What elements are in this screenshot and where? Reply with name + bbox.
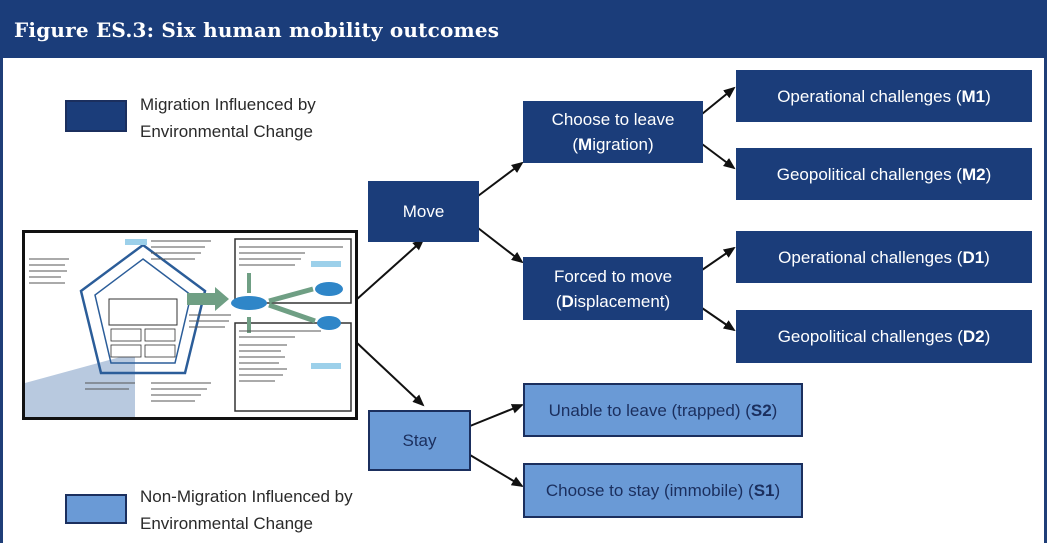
arrow-stay-to-s1 xyxy=(469,454,524,488)
choose-to-leave-node: Choose to leave (Migration) xyxy=(523,101,703,163)
legend-migration-line1: Migration Influenced by xyxy=(140,95,316,114)
outcome-d1-node: Operational challenges (D1) xyxy=(736,231,1032,283)
outcome-s2-node: Unable to leave (trapped) (S2) xyxy=(523,383,803,437)
stay-node: Stay xyxy=(368,410,471,471)
legend-non-migration-line1: Non-Migration Influenced by xyxy=(140,487,353,506)
choose-to-leave-line1: Choose to leave xyxy=(551,110,675,129)
outcome-m1-label: Operational challenges (M1) xyxy=(777,86,991,106)
framework-thumbnail-graphic xyxy=(25,238,352,417)
outcome-s2-label: Unable to leave (trapped) (S2) xyxy=(548,400,778,420)
arrow-leave-to-m2 xyxy=(701,143,736,170)
legend-non-migration-line2: Environmental Change xyxy=(140,514,313,533)
move-label: Move xyxy=(402,202,445,221)
arrow-thumb-to-move xyxy=(355,238,425,301)
outcome-s1-node: Choose to stay (immobile) (S1) xyxy=(523,463,803,518)
outcome-d2-label: Geopolitical challenges (D2) xyxy=(777,327,991,346)
forced-to-move-node: Forced to move (Displacement) xyxy=(523,257,703,320)
arrow-forced-to-d2 xyxy=(701,307,736,332)
legend-swatch-migration xyxy=(65,100,127,132)
outcome-m2-label: Geopolitical challenges (M2) xyxy=(776,164,992,184)
arrow-stay-to-s2 xyxy=(469,404,524,427)
outcome-s1-label: Choose to stay (immobile) (S1) xyxy=(545,481,781,500)
framework-thumbnail xyxy=(22,230,358,420)
forced-to-move-line1: Forced to move xyxy=(553,266,673,286)
outcome-m2-node: Geopolitical challenges (M2) xyxy=(736,148,1032,200)
figure-title: Figure ES.3: Six human mobility outcomes xyxy=(0,0,1047,58)
legend-migration-line2: Environmental Change xyxy=(140,122,313,141)
outcome-d1-label: Operational challenges (D1) xyxy=(778,247,990,267)
choose-to-leave-line2: (Migration) xyxy=(572,135,654,154)
move-node: Move xyxy=(368,181,479,242)
forced-to-move-line2: (Displacement) xyxy=(555,291,671,311)
legend-label-non-migration: Non-Migration Influenced by Environmenta… xyxy=(140,483,353,537)
arrow-leave-to-m1 xyxy=(701,86,736,115)
stay-label: Stay xyxy=(402,431,437,450)
arrow-move-to-forced xyxy=(477,227,524,264)
legend-swatch-non-migration xyxy=(65,494,127,524)
outcome-d2-node: Geopolitical challenges (D2) xyxy=(736,310,1032,363)
arrow-move-to-leave xyxy=(477,161,524,197)
arrow-forced-to-d1 xyxy=(701,246,736,271)
arrow-thumb-to-stay xyxy=(355,341,425,407)
legend-label-migration: Migration Influenced by Environmental Ch… xyxy=(140,91,316,145)
outcome-m1-node: Operational challenges (M1) xyxy=(736,70,1032,122)
